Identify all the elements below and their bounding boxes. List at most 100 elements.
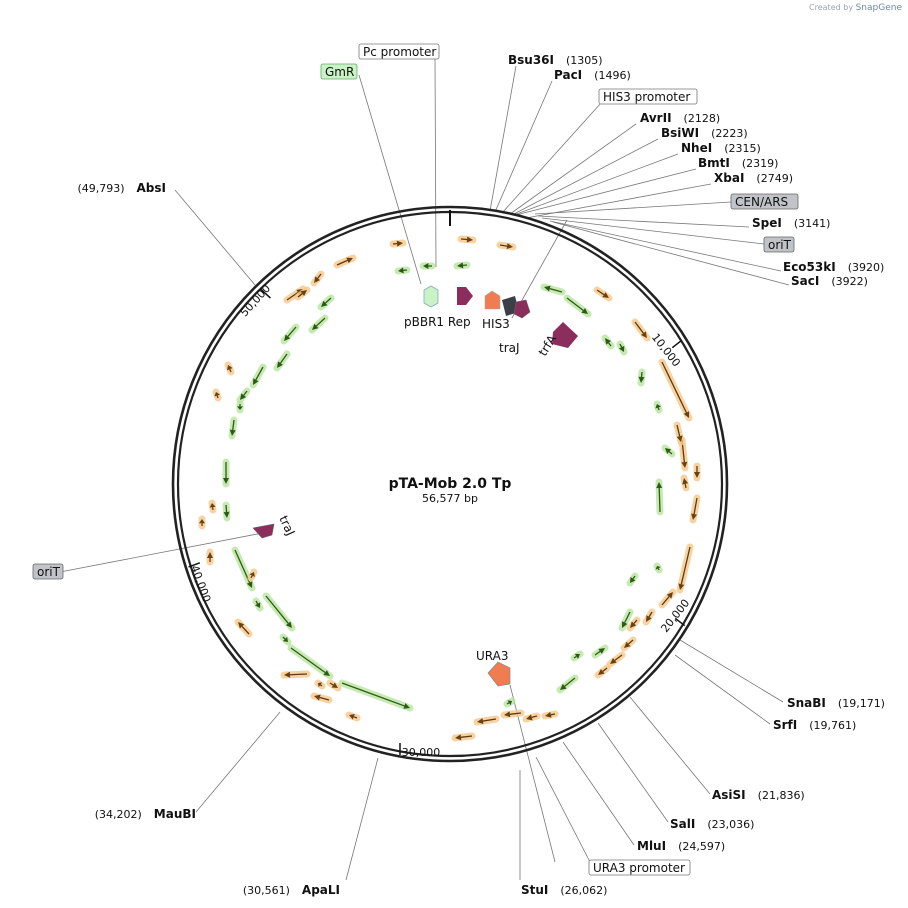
orf-arrow-orange-57 [689, 494, 701, 524]
svg-text:oriT: oriT [768, 238, 792, 252]
watermark-brand: SnapGene [855, 3, 902, 13]
enzyme-srfi: SrfI(19,761) [773, 718, 856, 732]
orf-arrow-orange-22 [208, 499, 217, 514]
tick-50000: 50,000 [238, 282, 273, 319]
orf-arrow-orange-47 [594, 664, 611, 679]
orf-arrow-green-68 [601, 334, 615, 350]
label-orit-upper: oriT [763, 236, 795, 253]
enzyme-xbai: XbaI(2749) [714, 171, 793, 185]
orf-arrow-orange-1 [457, 235, 477, 244]
orf-arrow-orange-24 [206, 548, 214, 566]
his3-marker [484, 290, 501, 310]
orf-arrow-green-3 [394, 266, 411, 275]
enzyme-absi: (49,793)AbsI [77, 181, 166, 195]
orf-arrow-green-36 [338, 679, 414, 712]
svg-text:CEN/ARS: CEN/ARS [735, 195, 788, 209]
orf-arrow-orange-58 [680, 474, 690, 492]
orf-arrow-green-21 [222, 501, 231, 522]
orf-arrow-green-45 [570, 650, 584, 662]
orf-arrow-green-11 [308, 314, 329, 334]
watermark-prefix: Created by [809, 3, 854, 12]
orf-arrow-orange-34 [310, 692, 333, 704]
orf-arrow-orange-30 [234, 618, 253, 638]
orf-arrow-green-31 [287, 644, 334, 680]
orf-arrow-orange-32 [280, 670, 311, 679]
trfa-small [513, 299, 531, 319]
orf-arrow-orange-40 [500, 709, 525, 719]
enzyme-maubi: (34,202)MauBI [95, 807, 196, 821]
leader-lines [59, 57, 790, 881]
orf-arrow-green-27 [252, 597, 264, 612]
orf-arrow-green-20 [222, 458, 230, 488]
enzyme-asisi: AsiSI(21,836) [712, 788, 805, 802]
orf-arrow-green-4 [419, 262, 436, 270]
label-gmr: GmR [320, 63, 358, 80]
orf-arrow-orange-41 [522, 712, 541, 723]
orf-arrow-orange-70 [593, 286, 613, 302]
orf-arrow-orange-63 [673, 421, 685, 446]
feature-arrows [198, 235, 701, 742]
feature-label-his3: HIS3 [482, 317, 510, 331]
orf-arrow-green-17 [228, 416, 238, 440]
orf-arrow-orange-59 [693, 462, 701, 482]
orf-arrow-green-46 [591, 644, 609, 659]
orf-arrow-orange-33 [314, 679, 326, 690]
orf-arrow-orange-42 [541, 710, 559, 720]
orf-arrow-green-60 [655, 478, 664, 516]
orf-arrow-green-51 [618, 608, 634, 632]
orf-arrow-orange-18 [224, 361, 235, 376]
orf-arrow-orange-9 [310, 270, 325, 287]
orf-arrow-orange-38 [451, 732, 476, 742]
orf-arrow-orange-26 [247, 568, 258, 582]
enzyme-sali: SalI(23,036) [670, 817, 754, 831]
plasmid-name: pTA-Mob 2.0 Tp [389, 476, 512, 492]
enzyme-labels: Bsu36I(1305) PacI(1496) AvrII(2128) BsiW… [77, 53, 885, 897]
orf-arrow-green-61 [661, 444, 676, 458]
gmr-marker [457, 287, 473, 305]
orf-arrow-orange-53 [658, 588, 677, 609]
feature-label-ura3: URA3 [476, 649, 508, 663]
label-orit-left: oriT [32, 563, 64, 580]
enzyme-stui: StuI(26,062) [521, 883, 607, 897]
orf-arrow-green-14 [249, 363, 267, 389]
feature-label-traj-upper: traJ [499, 341, 520, 355]
ura3-gene [487, 661, 511, 687]
snapgene-watermark: Created by SnapGene [809, 3, 902, 13]
orf-arrow-green-29 [279, 633, 292, 646]
plasmid-length: 56,577 bp [422, 492, 478, 505]
orf-arrow-green-25 [231, 546, 256, 592]
enzyme-spei: SpeI(3141) [752, 216, 830, 230]
orf-arrow-orange-35 [326, 679, 342, 692]
label-ura3-promoter: URA3 promoter [588, 859, 691, 876]
orf-arrow-orange-39 [473, 715, 500, 726]
feature-label-pbbr1-rep: pBBR1 Rep [404, 315, 471, 329]
enzyme-nhei: NheI(2315) [681, 141, 761, 155]
enzyme-bsiwi: BsiWI(2223) [661, 126, 748, 140]
orf-arrow-green-16 [236, 400, 244, 414]
svg-text:oriT: oriT [37, 565, 61, 579]
orf-arrow-orange-2 [496, 241, 517, 251]
orf-arrow-green-72 [540, 283, 566, 296]
orf-arrow-green-10 [317, 294, 335, 311]
orf-arrow-green-12 [280, 323, 300, 345]
orf-arrow-orange-64 [658, 358, 693, 422]
trj-gene-lower [252, 523, 275, 539]
orf-arrow-orange-49 [620, 636, 637, 652]
pbbr1-rep-gene [423, 285, 439, 308]
enzyme-paci: PacI(1496) [554, 68, 631, 82]
svg-text:Pc promoter: Pc promoter [363, 45, 436, 59]
orf-arrow-orange-19 [212, 388, 222, 402]
orf-arrow-green-54 [626, 572, 639, 587]
orf-arrow-orange-48 [606, 651, 626, 668]
orf-arrow-green-71 [563, 294, 592, 318]
orf-arrow-orange-50 [626, 616, 641, 632]
trfa-gene [552, 322, 578, 348]
orf-arrow-orange-52 [642, 608, 656, 626]
label-pc-promoter: Pc promoter [358, 43, 440, 60]
svg-text:HIS3 promoter: HIS3 promoter [603, 90, 690, 104]
orf-arrow-orange-56 [676, 543, 694, 594]
enzyme-bmti: BmtI(2319) [698, 156, 778, 170]
orf-arrow-green-13 [273, 350, 291, 372]
orf-arrow-green-44 [556, 674, 579, 694]
enzyme-saci: SacI(3922) [791, 274, 868, 288]
